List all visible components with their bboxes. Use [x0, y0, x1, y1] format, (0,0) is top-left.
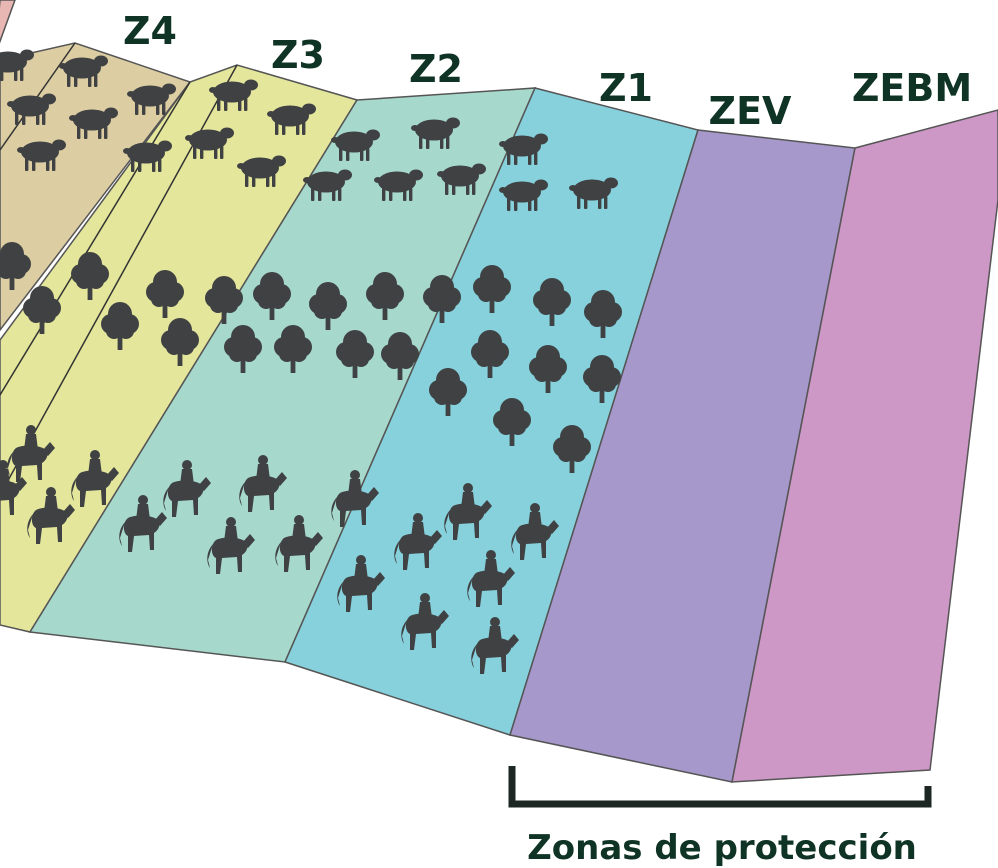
zone-label-z1: Z1 [599, 66, 653, 110]
zone-label-z4: Z4 [123, 9, 177, 53]
protection-bracket [508, 766, 932, 808]
zone-label-zebm: ZEBM [852, 66, 972, 110]
zone-divider [0, 81, 191, 396]
zone-label-z2: Z2 [409, 47, 463, 91]
zone-label-z3: Z3 [271, 33, 325, 77]
zone-zebm [731, 109, 998, 783]
zone-label-zev: ZEV [709, 89, 793, 133]
protection-caption: Zonas de protección [527, 828, 917, 868]
zone-left-edge [0, 0, 16, 44]
